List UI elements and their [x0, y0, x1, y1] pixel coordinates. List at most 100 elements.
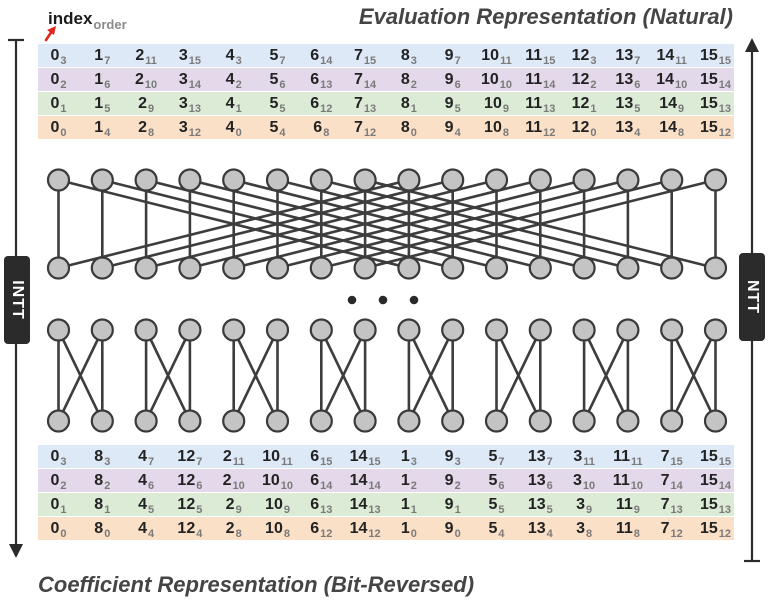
- ellipsis-dot: [378, 295, 388, 305]
- table-cell: 714: [661, 469, 683, 492]
- butterfly-node: [528, 318, 552, 342]
- cell-order: 0: [590, 127, 597, 139]
- cell-order: 7: [104, 55, 111, 67]
- table-cell: 715: [354, 44, 376, 67]
- cell-index: 14: [349, 520, 368, 537]
- cross-wire: [363, 178, 717, 270]
- cell-index: 3: [178, 95, 188, 112]
- table-cell: 136: [615, 68, 640, 91]
- table-cell: 80: [94, 517, 110, 540]
- table-cell: 712: [661, 517, 683, 540]
- table-cell: 135: [528, 493, 553, 516]
- butterfly-node: [265, 318, 290, 342]
- cell-index: 9: [444, 71, 454, 88]
- index-order-legend: indexorder: [48, 9, 127, 32]
- cell-index: 1: [94, 71, 104, 88]
- table-cell: 57: [488, 445, 504, 468]
- cell-index: 5: [488, 472, 498, 489]
- cell-order: 7: [147, 456, 155, 468]
- cell-order: 14: [670, 480, 683, 492]
- cell-index: 11: [613, 448, 631, 465]
- table-cell: 81: [401, 92, 417, 115]
- cell-order: 3: [60, 456, 67, 468]
- cell-order: 14: [368, 480, 381, 492]
- butterfly-node: [90, 409, 114, 433]
- cell-order: 3: [235, 55, 242, 67]
- table-cell: 90: [445, 517, 461, 540]
- cell-order: 13: [368, 504, 381, 516]
- table-cell: 03: [50, 445, 66, 468]
- cell-order: 8: [283, 528, 290, 540]
- cell-index: 3: [178, 119, 188, 136]
- cross-wire: [188, 178, 542, 270]
- cell-order: 9: [585, 504, 593, 516]
- cell-index: 5: [488, 520, 498, 537]
- butterfly-node: [660, 409, 684, 433]
- cell-index: 13: [615, 47, 634, 64]
- cell-index: 14: [349, 448, 368, 465]
- top-butterfly-wires: [57, 178, 717, 270]
- cell-order: 10: [280, 480, 294, 492]
- table-cell: 1011: [262, 445, 292, 468]
- butterfly-node: [309, 256, 333, 280]
- table-cell: 136: [528, 469, 553, 492]
- cell-order: 2: [590, 79, 597, 91]
- cell-index: 15: [699, 472, 718, 489]
- table-cell: 210: [135, 68, 157, 91]
- cell-index: 13: [527, 472, 546, 489]
- butterfly-node: [90, 168, 114, 192]
- cell-order: 5: [454, 103, 461, 115]
- table-cell: 95: [445, 92, 461, 115]
- cell-order: 0: [60, 127, 67, 139]
- cell-index: 6: [310, 496, 320, 513]
- cell-order: 6: [454, 79, 461, 91]
- table-cell: 121: [572, 92, 597, 115]
- table-cell: 127: [177, 445, 202, 468]
- cell-index: 10: [265, 520, 283, 537]
- table-cell: 713: [354, 92, 376, 115]
- table-cell: 14: [94, 116, 110, 139]
- table-cell: 125: [177, 493, 202, 516]
- butterfly-node: [484, 318, 509, 342]
- cell-index: 9: [444, 448, 454, 465]
- cell-index: 2: [138, 119, 147, 136]
- cell-order: 3: [454, 456, 461, 468]
- table-cell: 1512: [700, 517, 731, 540]
- table-cell: 56: [488, 469, 504, 492]
- table-cell: 38: [576, 517, 592, 540]
- intt-label: INTT: [4, 256, 30, 344]
- cell-index: 7: [660, 448, 670, 465]
- table-cell: 1411: [656, 44, 686, 67]
- table-cell: 96: [445, 68, 461, 91]
- butterfly-node: [222, 168, 246, 192]
- ellipsis-dot: [347, 295, 357, 305]
- table-cell: 13: [401, 445, 417, 468]
- cell-order: 12: [718, 528, 732, 540]
- cell-order: 1: [454, 504, 461, 516]
- table-cell: 120: [572, 116, 597, 139]
- cross-wire: [495, 328, 542, 423]
- cell-index: 14: [659, 95, 678, 112]
- cell-index: 2: [225, 520, 235, 537]
- butterfly-node: [178, 168, 202, 192]
- table-cell: 00: [50, 517, 66, 540]
- cell-order: 9: [633, 504, 640, 516]
- butterfly-node: [222, 409, 246, 433]
- cell-index: 15: [699, 520, 718, 537]
- cell-order: 8: [585, 528, 593, 540]
- cell-index: 11: [525, 71, 543, 88]
- cell-index: 8: [400, 119, 410, 136]
- table-cell: 1115: [525, 44, 555, 67]
- cell-index: 7: [660, 472, 670, 489]
- butterfly-node: [528, 409, 552, 433]
- table-cell: 149: [659, 92, 684, 115]
- table-cell: 1114: [525, 68, 555, 91]
- butterfly-node: [572, 256, 596, 280]
- table-cell: 56: [269, 68, 285, 91]
- cell-order: 6: [634, 79, 641, 91]
- cell-index: 4: [225, 47, 235, 64]
- table-cell: 39: [576, 493, 592, 516]
- table-cell: 311: [573, 445, 595, 468]
